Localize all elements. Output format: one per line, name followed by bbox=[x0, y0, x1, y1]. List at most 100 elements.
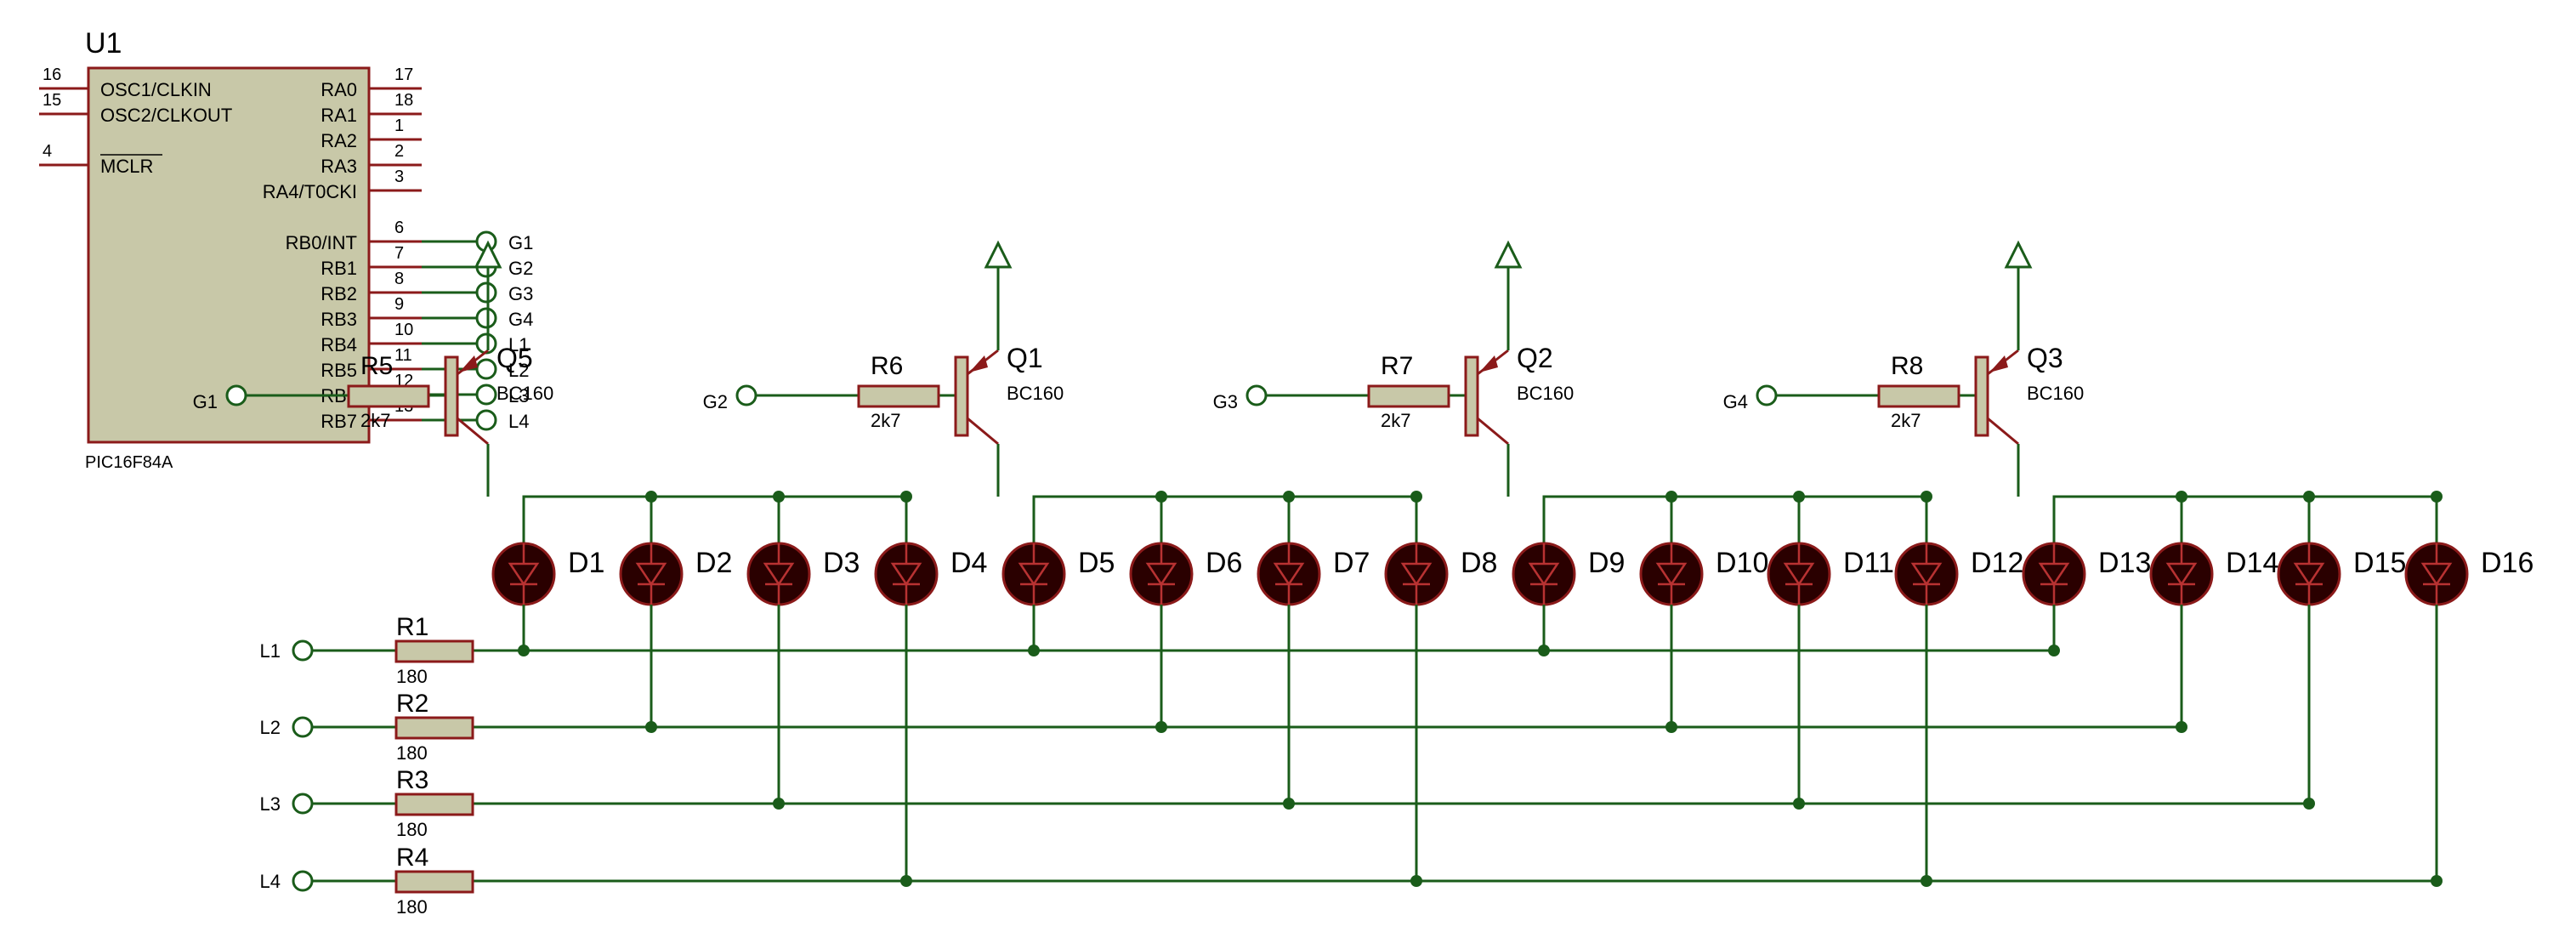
junction-dot bbox=[900, 491, 912, 503]
led: D2 bbox=[619, 542, 732, 606]
resistor-ref: R6 bbox=[871, 352, 903, 380]
led-ref: D4 bbox=[950, 547, 987, 579]
terminal-icon bbox=[475, 307, 497, 329]
resistor-value: 180 bbox=[396, 896, 428, 918]
pin-number: 17 bbox=[394, 65, 413, 84]
pin-number: 1 bbox=[394, 116, 404, 135]
junction-dot bbox=[518, 645, 530, 656]
led-ref: D5 bbox=[1078, 547, 1115, 579]
led-ref: D15 bbox=[2353, 547, 2406, 579]
terminal-icon bbox=[292, 870, 314, 892]
led: D6 bbox=[1129, 542, 1242, 606]
terminal-icon bbox=[475, 281, 497, 304]
transistor-collector bbox=[1987, 417, 2019, 446]
row-resistor bbox=[394, 870, 474, 894]
resistor-value: 180 bbox=[396, 666, 428, 687]
transistor-ref: Q1 bbox=[1007, 343, 1043, 373]
led-ref: D11 bbox=[1843, 547, 1894, 579]
pin-label: RB1 bbox=[321, 258, 357, 279]
row-resistor bbox=[394, 793, 474, 816]
pin-label: OSC1/CLKIN bbox=[100, 79, 212, 100]
terminal-icon bbox=[292, 716, 314, 738]
pin-label: MCLR bbox=[100, 156, 153, 177]
net-label: L4 bbox=[260, 871, 281, 892]
pin-label: RA3 bbox=[321, 156, 357, 177]
transistor-base-bar bbox=[954, 355, 969, 437]
junction-dot bbox=[2176, 721, 2187, 733]
led-ref: D7 bbox=[1333, 547, 1370, 579]
mcu-ref: U1 bbox=[85, 27, 122, 60]
pin-number: 15 bbox=[43, 91, 61, 110]
led-ref: D2 bbox=[695, 547, 732, 579]
group-bus bbox=[2052, 495, 2437, 548]
terminal-icon bbox=[475, 358, 497, 380]
led: D15 bbox=[2277, 542, 2406, 606]
junction-dot bbox=[2303, 491, 2315, 503]
net-label: G4 bbox=[508, 309, 533, 330]
pin-number: 3 bbox=[394, 168, 404, 186]
pin-label: RB5 bbox=[321, 360, 357, 381]
supply-arrow-icon bbox=[2004, 240, 2033, 269]
pin-number: 4 bbox=[43, 142, 52, 161]
net-label: L1 bbox=[260, 640, 281, 662]
transistor-collector bbox=[457, 417, 489, 446]
pin-label: RA4/T0CKI bbox=[263, 181, 357, 202]
junction-dot bbox=[2303, 798, 2315, 810]
led-ref: D8 bbox=[1461, 547, 1497, 579]
junction-dot bbox=[773, 491, 785, 503]
led: D7 bbox=[1257, 542, 1370, 606]
resistor-ref: R7 bbox=[1381, 352, 1413, 380]
pin-number: 2 bbox=[394, 142, 404, 161]
resistor-value: 2k7 bbox=[1381, 410, 1410, 431]
resistor-value: 180 bbox=[396, 819, 428, 840]
terminal-icon bbox=[1245, 384, 1268, 406]
row-resistor bbox=[394, 639, 474, 663]
led: D13 bbox=[2022, 542, 2151, 606]
junction-dot bbox=[1793, 798, 1805, 810]
led: D3 bbox=[746, 542, 860, 606]
resistor-ref: R1 bbox=[396, 613, 428, 641]
net-label: G2 bbox=[508, 258, 533, 279]
led: D1 bbox=[491, 542, 604, 606]
row-resistor bbox=[394, 716, 474, 740]
pin-number: 10 bbox=[394, 321, 413, 339]
junction-dot bbox=[1921, 491, 1932, 503]
junction-dot bbox=[1410, 875, 1422, 887]
terminal-icon bbox=[292, 793, 314, 815]
junction-dot bbox=[900, 875, 912, 887]
resistor-value: 180 bbox=[396, 742, 428, 764]
led: D16 bbox=[2404, 542, 2533, 606]
resistor-ref: R2 bbox=[396, 690, 428, 718]
transistor-base-bar bbox=[1974, 355, 1989, 437]
junction-dot bbox=[2431, 491, 2443, 503]
terminal-icon bbox=[475, 384, 497, 406]
pin-label: RB0/INT bbox=[286, 232, 357, 253]
led-ref: D9 bbox=[1588, 547, 1625, 579]
net-label: L2 bbox=[260, 717, 281, 738]
junction-dot bbox=[1283, 491, 1295, 503]
net-label: G1 bbox=[193, 391, 218, 412]
net-label: L3 bbox=[508, 385, 529, 406]
emitter-arrow-icon bbox=[459, 355, 478, 372]
resistor-ref: R8 bbox=[1891, 352, 1923, 380]
terminal-icon bbox=[735, 384, 757, 406]
net-label: G3 bbox=[1213, 391, 1238, 412]
led: D4 bbox=[874, 542, 987, 606]
net-label: G4 bbox=[1723, 391, 1748, 412]
led-ref: D14 bbox=[2226, 547, 2278, 579]
resistor-ref: R5 bbox=[360, 352, 393, 380]
transistor-collector bbox=[967, 417, 999, 446]
junction-dot bbox=[1283, 798, 1295, 810]
transistor-part: BC160 bbox=[1007, 383, 1064, 404]
junction-dot bbox=[773, 798, 785, 810]
terminal-icon bbox=[225, 384, 247, 406]
supply-arrow-icon bbox=[1494, 240, 1523, 269]
led: D12 bbox=[1894, 542, 2023, 606]
terminal-icon bbox=[475, 409, 497, 431]
pin-number: 11 bbox=[394, 346, 412, 365]
resistor-ref: R4 bbox=[396, 844, 428, 872]
net-label: L1 bbox=[508, 334, 529, 355]
